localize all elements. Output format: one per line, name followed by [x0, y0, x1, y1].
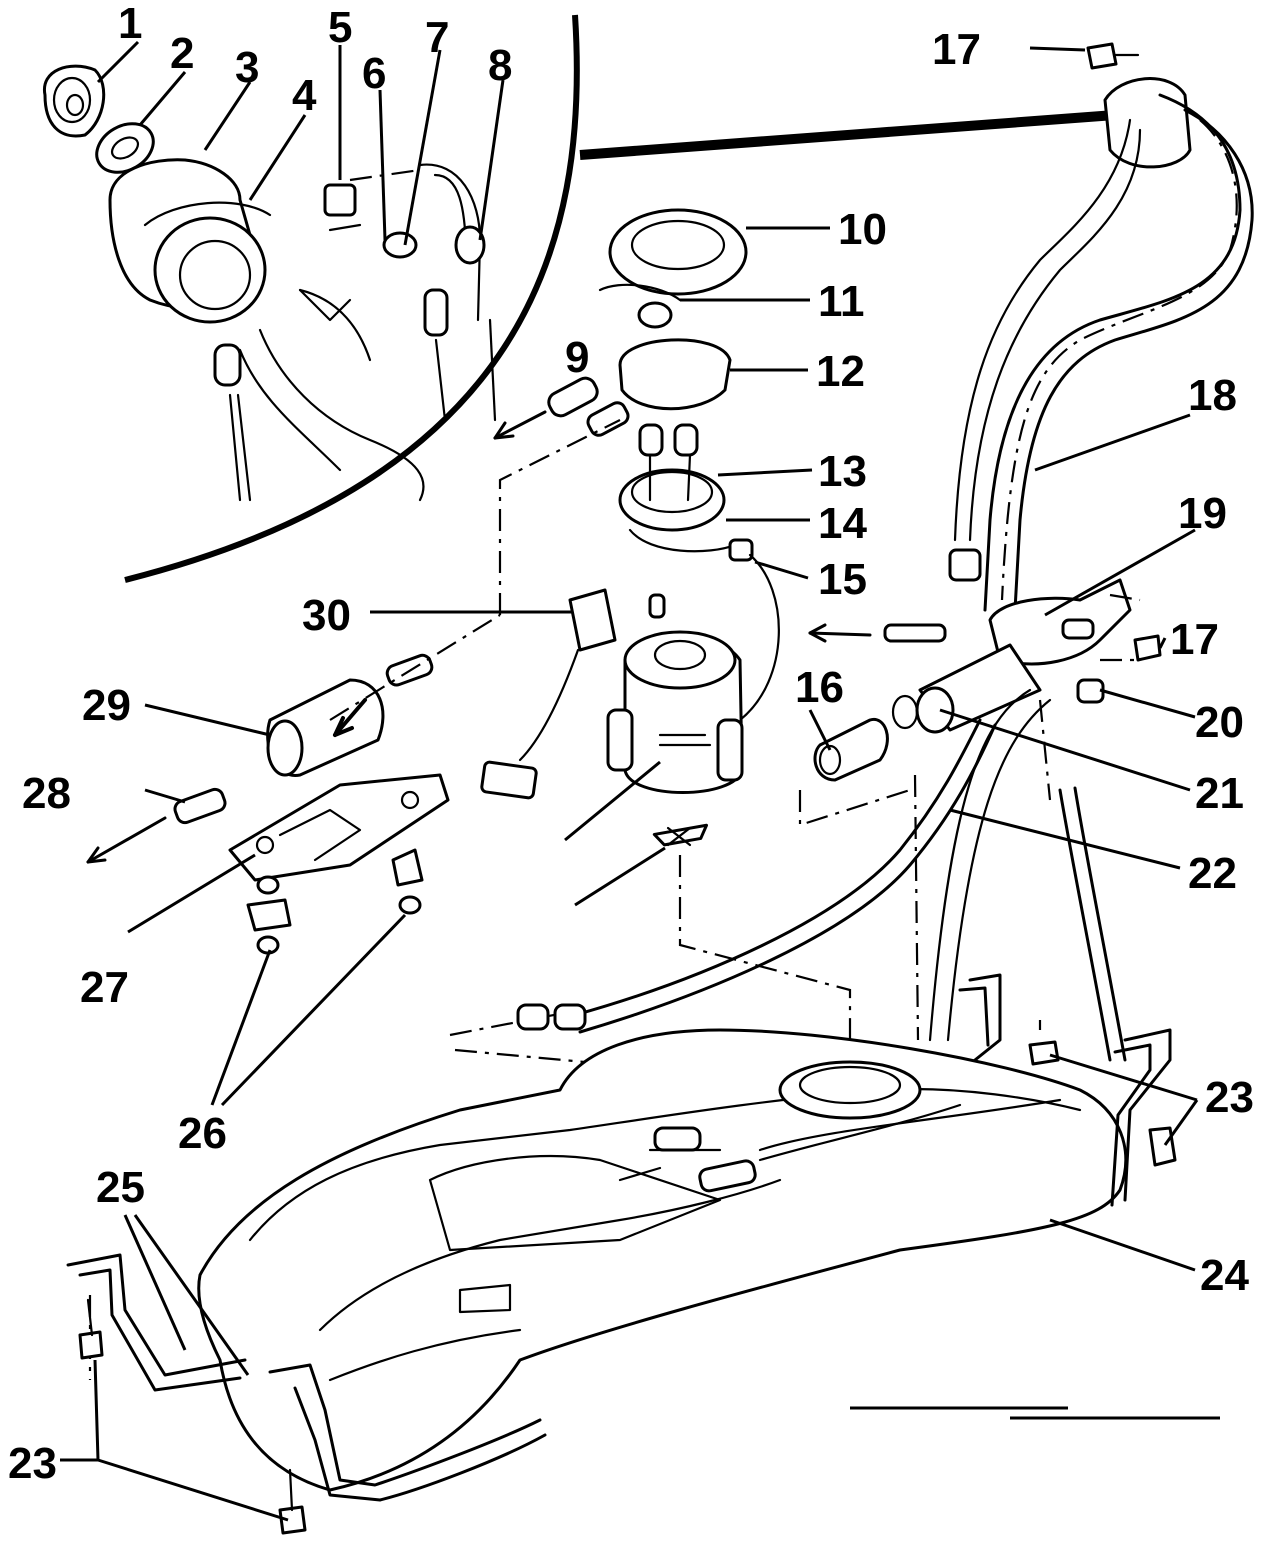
- callout-15: 15: [818, 555, 867, 604]
- leader-lines: [60, 40, 1199, 1522]
- callout-17-right: 17: [1170, 615, 1219, 664]
- filter-bracket: [228, 773, 450, 955]
- callout-7: 7: [425, 13, 449, 62]
- filler-cap: [43, 64, 106, 138]
- callout-12: 12: [816, 347, 865, 396]
- callout-27: 27: [80, 963, 129, 1012]
- direction-arrow: [808, 623, 947, 643]
- callout-9: 9: [565, 333, 589, 382]
- callout-24: 24: [1200, 1251, 1249, 1300]
- filler-neck-housing: [108, 158, 425, 502]
- tank-straps: [66, 973, 1172, 1502]
- callout-22: 22: [1188, 849, 1237, 898]
- callout-23-right: 23: [1205, 1073, 1254, 1122]
- callout-labels: 1 2 3 4 5 6 7 8 9 10 11 12 13 14 15 16 1…: [8, 0, 1254, 1488]
- callout-29: 29: [82, 681, 131, 730]
- callout-13: 13: [818, 447, 867, 496]
- callout-11: 11: [818, 277, 865, 326]
- callout-2: 2: [170, 29, 194, 78]
- callout-21: 21: [1195, 769, 1244, 818]
- callout-1: 1: [118, 0, 142, 48]
- filler-pipe-assembly: [948, 77, 1254, 612]
- connector-9: [493, 376, 630, 440]
- callout-10: 10: [838, 205, 887, 254]
- breather-hose: [516, 718, 1127, 1062]
- callout-30: 30: [302, 591, 351, 640]
- callout-20: 20: [1195, 698, 1244, 747]
- callout-14: 14: [818, 499, 867, 548]
- callout-23-left: 23: [8, 1439, 57, 1488]
- filler-neck-inset: [43, 14, 1116, 583]
- filler-tube-connector: [891, 578, 1141, 1042]
- footer-rules: [850, 1406, 1220, 1420]
- hose-connector-16: [813, 717, 889, 782]
- callout-19: 19: [1178, 489, 1227, 538]
- bolts: [78, 42, 1177, 1535]
- callout-18: 18: [1188, 371, 1237, 420]
- callout-8: 8: [488, 41, 512, 90]
- callout-4: 4: [292, 71, 317, 120]
- callout-16: 16: [795, 663, 844, 712]
- callout-26: 26: [178, 1109, 227, 1158]
- callout-5: 5: [328, 3, 352, 52]
- fuel-pump-module: [480, 208, 780, 847]
- fuel-tank: [197, 1028, 1128, 1492]
- callout-28: 28: [22, 769, 71, 818]
- callout-3: 3: [235, 43, 259, 92]
- fuel-filter: [86, 653, 434, 864]
- callout-17-top: 17: [932, 25, 981, 74]
- callout-25: 25: [96, 1163, 145, 1212]
- vent-valve-hoses: [298, 163, 497, 422]
- callout-6: 6: [362, 49, 386, 98]
